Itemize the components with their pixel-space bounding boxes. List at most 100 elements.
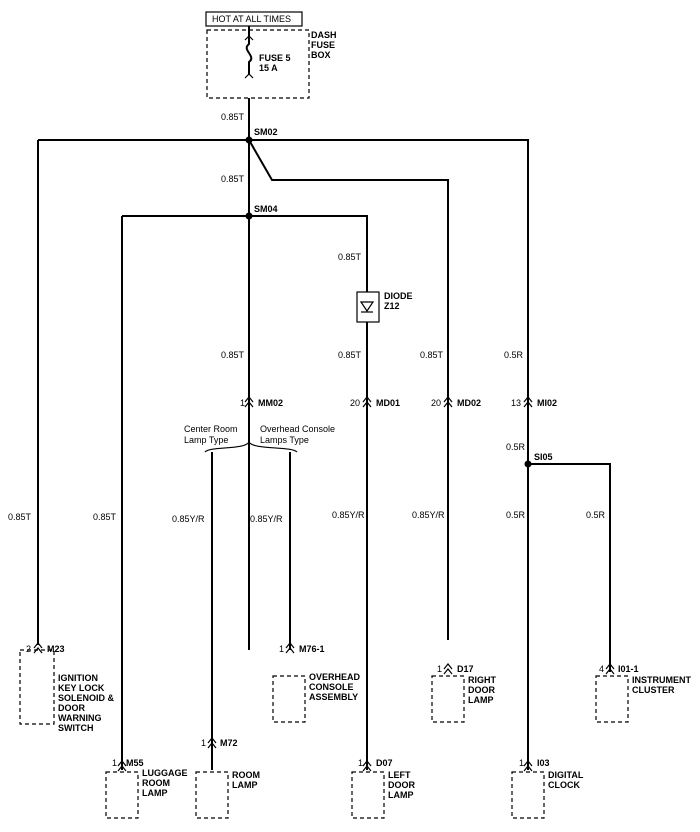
svg-text:ROOM: ROOM (142, 778, 170, 788)
svg-text:INSTRUMENT: INSTRUMENT (632, 675, 691, 685)
connector-m76-1: 1 M76-1 (279, 642, 325, 654)
svg-text:1: 1 (437, 664, 442, 674)
svg-text:RIGHT: RIGHT (468, 675, 497, 685)
diode-z12: DIODE Z12 (356, 291, 413, 323)
connector-i03: 1 I03 (519, 758, 550, 772)
hot-at-all-times-label: HOT AT ALL TIMES (212, 14, 291, 24)
svg-text:ROOM: ROOM (232, 770, 260, 780)
svg-text:MD01: MD01 (376, 398, 400, 408)
svg-text:DOOR: DOOR (468, 685, 496, 695)
svg-text:MM02: MM02 (258, 398, 283, 408)
option-overhead-2: Lamps Type (260, 435, 309, 445)
right-door-lamp-component: RIGHT DOOR LAMP (431, 675, 497, 723)
svg-text:1: 1 (201, 738, 206, 748)
svg-text:DIGITAL: DIGITAL (548, 770, 584, 780)
luggage-room-lamp-component: LUGGAGE ROOM LAMP (105, 768, 188, 819)
svg-text:OVERHEAD: OVERHEAD (309, 672, 361, 682)
connector-mm02: 1 MM02 (240, 396, 283, 408)
wire-label-md02: 0.85T (420, 350, 444, 360)
wire-label-clock: 0.5R (506, 510, 526, 520)
svg-text:20: 20 (431, 398, 441, 408)
svg-text:CLUSTER: CLUSTER (632, 685, 675, 695)
instrument-cluster-component: INSTRUMENT CLUSTER (595, 675, 691, 723)
svg-text:MD02: MD02 (457, 398, 481, 408)
svg-text:1: 1 (279, 644, 284, 654)
svg-text:D07: D07 (376, 758, 393, 768)
svg-text:CLOCK: CLOCK (548, 780, 580, 790)
wire-label-room: 0.85Y/R (172, 514, 205, 524)
splice-si05-dot (524, 460, 532, 468)
dash-fuse-box: HOT AT ALL TIMES DASH FUSE BOX FUSE 5 15… (205, 11, 337, 99)
svg-text:M72: M72 (220, 738, 238, 748)
wire-label-si05: 0.5R (506, 442, 526, 452)
option-center-room-1: Center Room (184, 424, 238, 434)
fuse-rating-label: 15 A (259, 63, 278, 73)
fuse-box-name-3: BOX (311, 50, 331, 60)
fuse-box-name-2: FUSE (311, 40, 335, 50)
svg-text:DOOR: DOOR (58, 703, 86, 713)
connector-d17: 1 D17 (437, 663, 474, 675)
wire-label-luggage: 0.85T (93, 512, 117, 522)
connector-md01: 20 MD01 (350, 396, 400, 408)
wire-label-left-door: 0.85Y/R (332, 510, 365, 520)
option-overhead-1: Overhead Console (260, 424, 335, 434)
svg-text:1: 1 (240, 398, 245, 408)
svg-text:KEY LOCK: KEY LOCK (58, 683, 105, 693)
svg-text:LAMP: LAMP (388, 790, 414, 800)
fuse-box-name-1: DASH (311, 30, 337, 40)
ignition-key-lock-component: IGNITION KEY LOCK SOLENOID & DOOR WARNIN… (19, 649, 115, 733)
svg-text:M76-1: M76-1 (299, 644, 325, 654)
svg-text:LAMP: LAMP (468, 695, 494, 705)
wire-label-diode-in: 0.85T (338, 252, 362, 262)
splice-sm04-dot (245, 212, 253, 220)
wire-label-top: 0.85T (221, 112, 245, 122)
room-lamp-component: ROOM LAMP (195, 770, 260, 819)
svg-text:SWITCH: SWITCH (58, 723, 94, 733)
svg-text:2: 2 (26, 644, 31, 654)
svg-text:D17: D17 (457, 664, 474, 674)
connector-i01-1: 4 I01-1 (599, 663, 639, 675)
svg-text:1: 1 (358, 758, 363, 768)
overhead-console-component: OVERHEAD CONSOLE ASSEMBLY (272, 672, 361, 723)
wire-label-left: 0.85T (8, 512, 32, 522)
svg-text:ASSEMBLY: ASSEMBLY (309, 692, 358, 702)
svg-text:20: 20 (350, 398, 360, 408)
splice-sm04-label: SM04 (254, 204, 278, 214)
splice-si05-label: SI05 (534, 452, 553, 462)
svg-text:1: 1 (112, 758, 117, 768)
diode-label-1: DIODE (384, 291, 413, 301)
svg-text:MI02: MI02 (537, 398, 557, 408)
svg-text:I01-1: I01-1 (618, 664, 639, 674)
fuse-5-label: FUSE 5 (259, 53, 291, 63)
svg-text:WARNING: WARNING (58, 713, 102, 723)
connector-m55: 1 M55 (112, 758, 144, 772)
wire-label-mid: 0.85T (221, 174, 245, 184)
connector-m23: 2 M23 (26, 642, 65, 654)
wire-label-cluster: 0.5R (586, 510, 606, 520)
splice-sm02-label: SM02 (254, 127, 278, 137)
wires (37, 98, 611, 770)
splice-sm02-dot (245, 136, 253, 144)
connector-d07: 1 D07 (358, 758, 393, 772)
svg-text:DOOR: DOOR (388, 780, 416, 790)
connector-md02: 20 MD02 (431, 396, 481, 408)
svg-text:SOLENOID &: SOLENOID & (58, 693, 115, 703)
svg-text:I03: I03 (537, 758, 550, 768)
option-center-room-2: Lamp Type (184, 435, 228, 445)
wire-label-diode-out: 0.85T (338, 350, 362, 360)
wire-label-mi02: 0.5R (504, 350, 524, 360)
svg-text:M55: M55 (126, 758, 144, 768)
svg-text:LEFT: LEFT (388, 770, 411, 780)
left-door-lamp-component: LEFT DOOR LAMP (351, 770, 416, 819)
svg-text:LUGGAGE: LUGGAGE (142, 768, 188, 778)
connector-m72: 1 M72 (201, 737, 238, 749)
digital-clock-component: DIGITAL CLOCK (511, 770, 584, 819)
svg-text:LAMP: LAMP (232, 780, 258, 790)
wire-label-overhead: 0.85Y/R (250, 514, 283, 524)
svg-text:LAMP: LAMP (142, 788, 168, 798)
wire-label-right-door: 0.85Y/R (412, 510, 445, 520)
svg-text:1: 1 (519, 758, 524, 768)
svg-text:4: 4 (599, 664, 604, 674)
svg-text:13: 13 (511, 398, 521, 408)
